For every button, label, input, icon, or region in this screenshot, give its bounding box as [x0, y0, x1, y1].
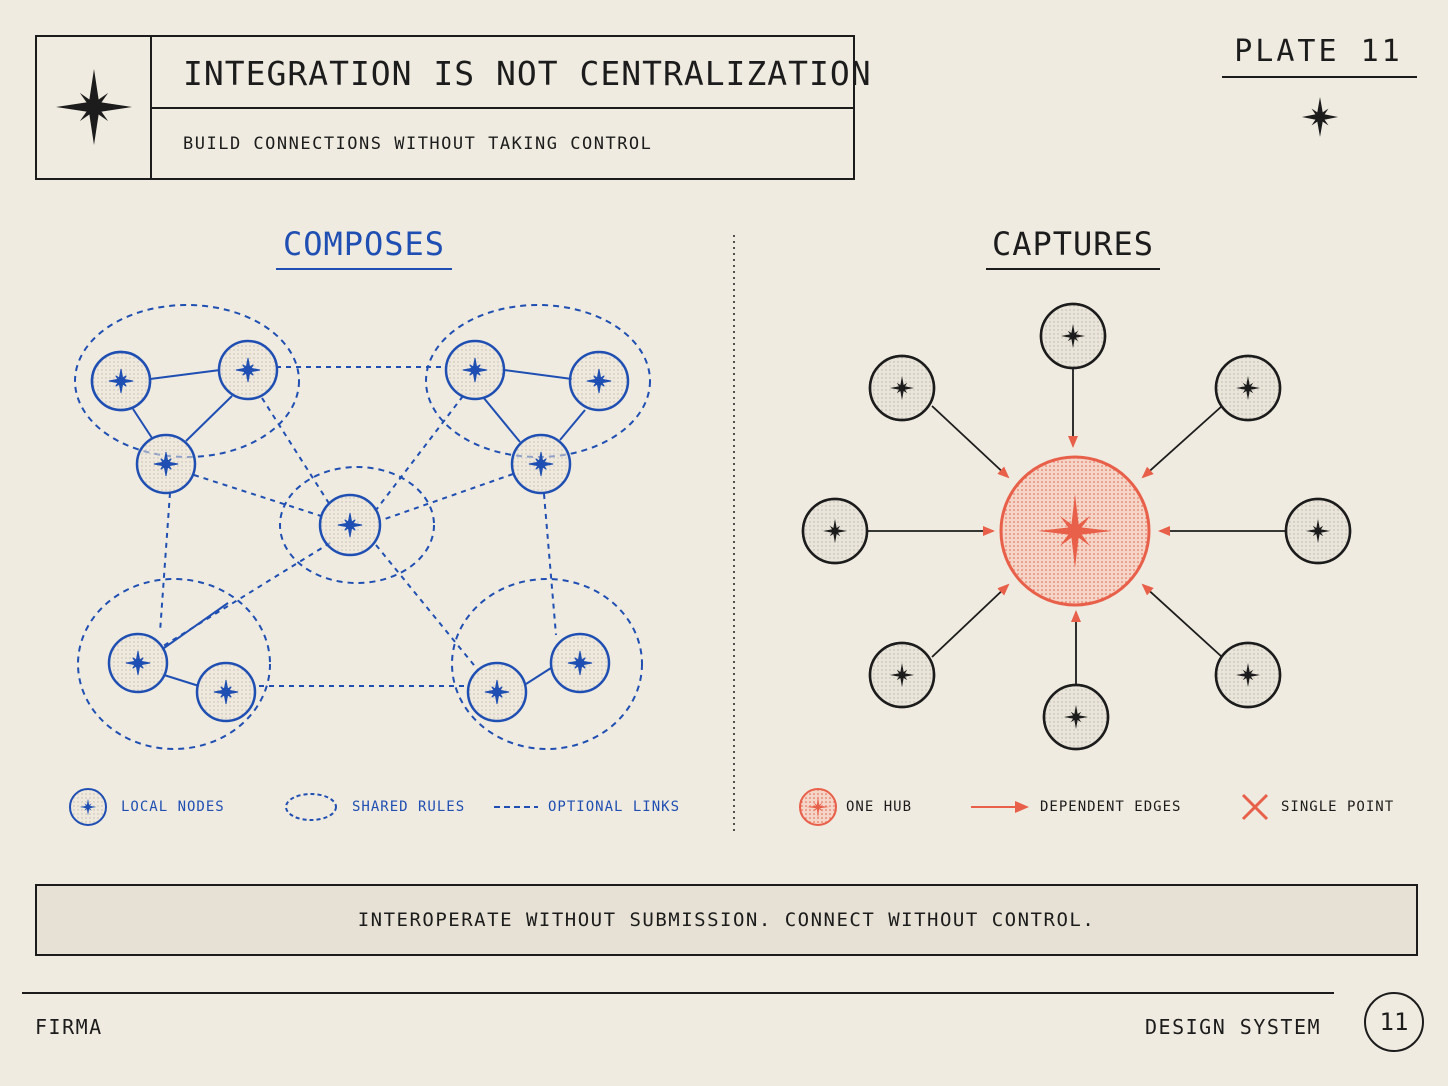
plate-label: PLATE 11	[1234, 34, 1403, 69]
cluster-boundary	[77, 578, 271, 750]
optional-links	[159, 366, 557, 687]
captures-diagram	[801, 302, 1352, 751]
local-node	[107, 632, 169, 694]
composes-title: COMPOSES	[282, 225, 446, 263]
local-node	[318, 493, 382, 557]
legend-label-shared-rules: SHARED RULES	[352, 799, 466, 815]
footer-rule	[22, 992, 1334, 994]
local-node	[217, 339, 279, 401]
composes-underline	[276, 268, 452, 270]
captures-underline	[986, 268, 1160, 270]
page-subtitle: BUILD CONNECTIONS WITHOUT TAKING CONTROL	[183, 134, 653, 154]
central-hub	[999, 455, 1151, 607]
local-node	[444, 339, 506, 401]
legend-label-local-nodes: LOCAL NODES	[121, 799, 225, 815]
footer-section: DESIGN SYSTEM	[1145, 1015, 1322, 1039]
local-node	[90, 350, 152, 412]
cluster-boundary	[279, 466, 435, 584]
local-node	[466, 661, 528, 723]
local-links	[132, 369, 586, 687]
page-number: 11	[1379, 1008, 1409, 1036]
captures-title: CAPTURES	[991, 225, 1155, 263]
legend-label-single-point: SINGLE POINT	[1281, 799, 1395, 815]
local-node	[135, 433, 197, 495]
local-node	[510, 433, 572, 495]
compass-star-icon	[56, 69, 132, 145]
quote-text: INTEROPERATE WITHOUT SUBMISSION. CONNECT…	[357, 909, 1096, 931]
page-number-badge: 11	[1364, 992, 1424, 1052]
plate-star-icon	[1302, 97, 1338, 137]
legend-label-one-hub: ONE HUB	[846, 799, 913, 815]
footer-brand: FIRMA	[35, 1015, 103, 1039]
cluster-boundary	[451, 578, 643, 750]
page-title: INTEGRATION IS NOT CENTRALIZATION	[183, 54, 872, 93]
shared-rules-legend-icon	[285, 793, 337, 821]
title-icon-cell	[37, 37, 152, 178]
local-node	[195, 661, 257, 723]
legend-label-optional-links: OPTIONAL LINKS	[548, 799, 681, 815]
legend-label-dependent-edges: DEPENDENT EDGES	[1040, 799, 1182, 815]
local-node-legend-icon	[69, 788, 107, 826]
title-row	[152, 37, 853, 109]
single-point-x-legend-icon	[1241, 793, 1269, 821]
local-node	[568, 350, 630, 412]
composes-diagram	[74, 304, 651, 750]
local-node	[549, 632, 611, 694]
quote-box: INTEROPERATE WITHOUT SUBMISSION. CONNECT…	[35, 884, 1418, 956]
hub-legend-icon	[799, 788, 837, 826]
plate-rule	[1222, 76, 1417, 78]
title-box	[35, 35, 855, 180]
